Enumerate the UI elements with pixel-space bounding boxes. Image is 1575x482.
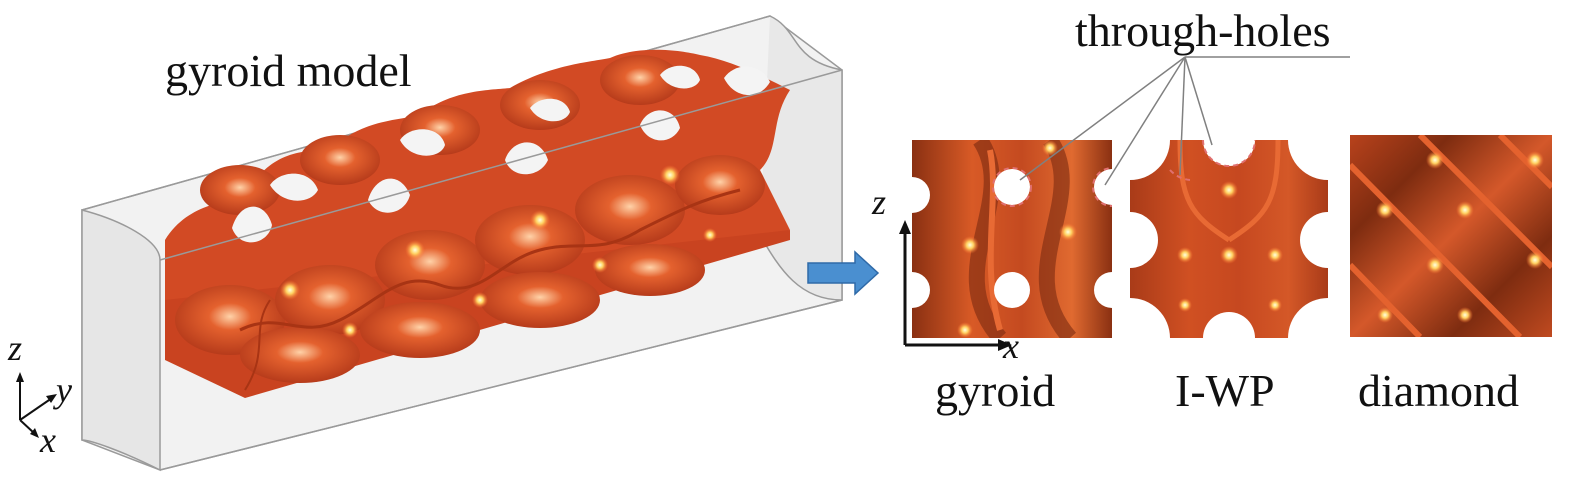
axes-3d (16, 372, 57, 438)
through-holes-label: through-holes (1075, 5, 1331, 56)
axis-2d-z-label: z (872, 182, 887, 222)
axis-3d-y-label: y (56, 370, 72, 410)
axis-2d-x-label: x (1003, 326, 1019, 366)
gyroid-ridge (239, 188, 741, 332)
box-front-bottom-edge (159, 299, 843, 471)
panel-label-gyroid: gyroid (935, 365, 1056, 416)
axis-3d-x-label: x (40, 420, 56, 460)
panel-label-iwp: I-WP (1175, 365, 1275, 416)
axes-2d (899, 220, 1012, 351)
box-front-top-edge (159, 69, 843, 261)
box-left-end (81, 209, 161, 472)
gyroid-bumps (175, 55, 765, 383)
axis-3d-z-label: z (8, 328, 23, 368)
gyroid-model-3d (81, 15, 843, 472)
panel-iwp (1130, 140, 1328, 338)
panel-label-diamond: diamond (1358, 365, 1519, 416)
process-arrow (807, 250, 880, 296)
gyroid-model-label: gyroid model (165, 45, 412, 96)
panel-diamond (1350, 135, 1552, 337)
through-holes-leaders (1019, 56, 1350, 186)
gyroid-highlights (280, 165, 717, 338)
panel-gyroid (912, 140, 1112, 338)
